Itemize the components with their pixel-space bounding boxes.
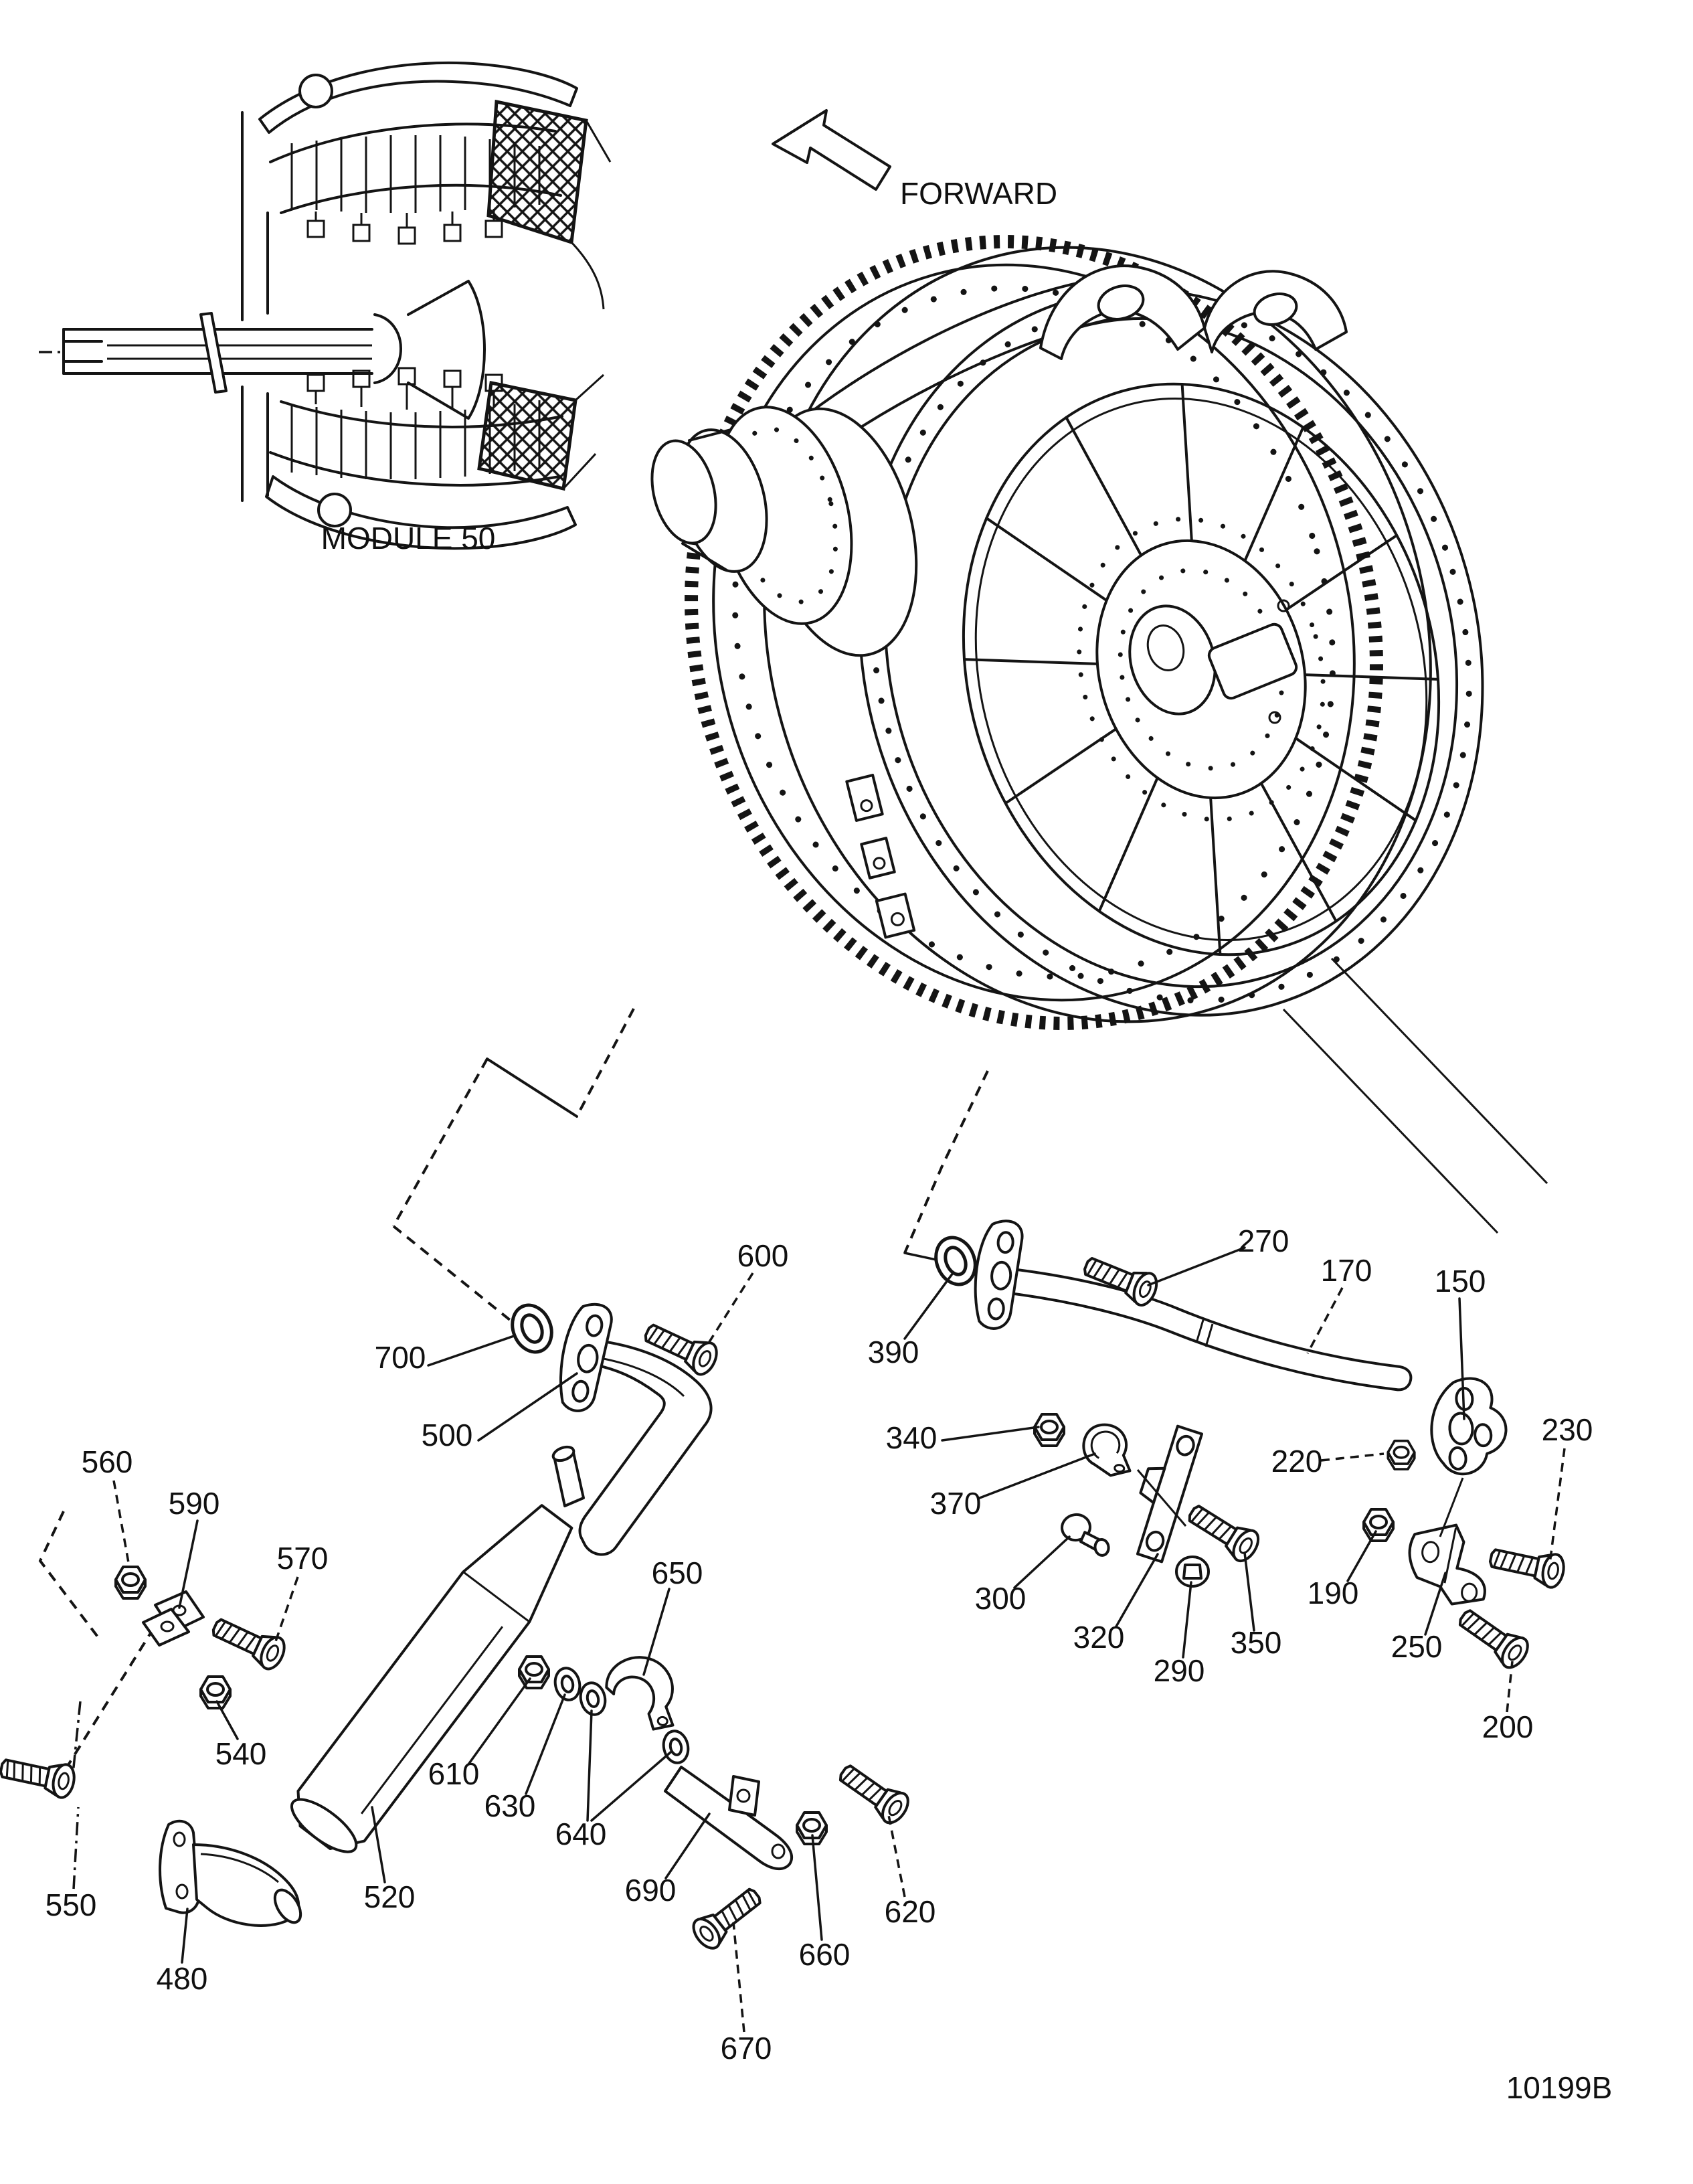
part-tube-500 — [578, 1339, 713, 1556]
callout-550: 550 — [46, 1887, 97, 1922]
callout-570: 570 — [277, 1541, 329, 1576]
part-flange-500 — [553, 1299, 615, 1416]
callout-620: 620 — [885, 1894, 936, 1929]
part-packing-700 — [506, 1299, 559, 1358]
callout-170: 170 — [1321, 1253, 1372, 1288]
callout-560: 560 — [82, 1444, 133, 1479]
callout-250: 250 — [1391, 1629, 1443, 1664]
callout-320: 320 — [1073, 1620, 1125, 1655]
forward-arrow-icon — [772, 109, 891, 191]
part-bracket-150 — [1430, 1377, 1508, 1476]
part-nut-610 — [518, 1655, 550, 1689]
callout-590: 590 — [169, 1486, 220, 1521]
callout-630: 630 — [484, 1788, 536, 1823]
callout-610: 610 — [428, 1756, 480, 1791]
callout-640: 640 — [555, 1817, 607, 1851]
callout-500: 500 — [422, 1418, 473, 1452]
forward-label: FORWARD — [900, 176, 1057, 211]
callout-650: 650 — [652, 1556, 703, 1590]
part-clamp-370 — [1082, 1423, 1132, 1477]
part-packing-390 — [929, 1232, 982, 1290]
part-nut-190 — [1362, 1508, 1395, 1542]
drawing-number: 10199B — [1506, 2070, 1613, 2105]
fan-module-assembly — [650, 235, 1548, 1234]
part-muffler-tube-520 — [290, 1445, 585, 1853]
part-ballstud-300 — [1059, 1509, 1111, 1562]
callout-700: 700 — [375, 1340, 426, 1375]
part-bolt-570 — [206, 1610, 290, 1674]
part-washer-630 — [551, 1664, 584, 1704]
part-link-320 — [1136, 1424, 1204, 1564]
part-bolt-620 — [832, 1756, 915, 1829]
callout-230: 230 — [1542, 1412, 1593, 1447]
callout-220: 220 — [1271, 1444, 1323, 1479]
module50-inset — [39, 61, 612, 550]
part-bolt-550 — [0, 1750, 78, 1801]
callout-670: 670 — [721, 2031, 772, 2066]
callout-390: 390 — [868, 1335, 919, 1369]
callout-150: 150 — [1435, 1264, 1486, 1298]
part-tube-170 — [1008, 1268, 1413, 1392]
inset-caption: MODULE 50 — [321, 521, 496, 556]
callout-labels: 700 500 600 560 590 570 540 550 480 520 … — [46, 1224, 1593, 2066]
callout-480: 480 — [157, 1961, 208, 1996]
part-nut-560 — [114, 1566, 147, 1600]
part-bracket-250 — [1408, 1523, 1486, 1606]
part-nut-220 — [1387, 1439, 1416, 1471]
part-nut-340 — [1033, 1413, 1065, 1447]
part-nut-290 — [1175, 1556, 1210, 1588]
part-bracket-590 — [142, 1590, 205, 1647]
part-flange-390 — [971, 1217, 1025, 1332]
callout-690: 690 — [625, 1873, 677, 1908]
callout-190: 190 — [1308, 1576, 1359, 1610]
part-bolt-670 — [687, 1879, 769, 1954]
callout-350: 350 — [1231, 1625, 1282, 1660]
part-elbow-480 — [159, 1819, 302, 1927]
callout-520: 520 — [364, 1879, 416, 1914]
leader-lines — [72, 1246, 1566, 2033]
part-bolt-200 — [1451, 1601, 1534, 1674]
hub-data-plate — [1207, 622, 1298, 700]
part-bolt-230 — [1486, 1539, 1568, 1591]
section-boundary-lines — [38, 1008, 989, 1781]
part-bolt-350 — [1181, 1496, 1265, 1567]
callout-660: 660 — [799, 1937, 851, 1972]
part-strap-690 — [664, 1766, 794, 1871]
callout-340: 340 — [886, 1420, 938, 1455]
callout-200: 200 — [1482, 1709, 1534, 1744]
part-washer-640b — [659, 1727, 693, 1767]
part-washer-640a — [576, 1679, 610, 1719]
callout-540: 540 — [215, 1736, 267, 1771]
callout-290: 290 — [1154, 1653, 1205, 1688]
callout-270: 270 — [1238, 1224, 1289, 1258]
part-nut-540 — [199, 1675, 232, 1709]
part-clamp-650 — [605, 1656, 675, 1731]
callout-370: 370 — [930, 1486, 982, 1521]
callout-300: 300 — [975, 1581, 1027, 1616]
callout-600: 600 — [737, 1238, 789, 1273]
